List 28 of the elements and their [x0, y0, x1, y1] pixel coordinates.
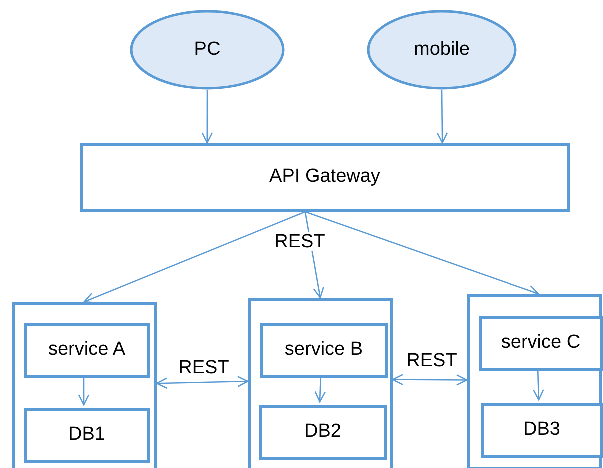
arrow: [202, 90, 214, 144]
process-box: [260, 323, 388, 378]
arrow: [78, 375, 90, 406]
process-box: [24, 323, 150, 378]
node-label: mobile: [414, 38, 470, 62]
node-label: service C: [501, 331, 581, 356]
process-box: [24, 408, 150, 463]
service-container: [12, 302, 157, 468]
arrow: [84, 211, 306, 304]
process-box: [479, 316, 603, 371]
client-ellipse: [130, 10, 285, 90]
node-label: service B: [284, 338, 364, 362]
process-box: [481, 403, 603, 458]
process-box: [259, 405, 387, 460]
node-label: API Gateway: [270, 165, 380, 190]
client-ellipse: [367, 10, 517, 90]
node-label: service A: [48, 338, 126, 362]
arrow: [305, 211, 540, 296]
node-label: DB1: [68, 423, 106, 448]
process-box: [80, 143, 570, 212]
service-container: [248, 298, 393, 468]
arrow: [156, 376, 249, 390]
arrow: [392, 374, 468, 386]
service-container: [467, 294, 602, 468]
node-label: DB3: [524, 418, 560, 442]
arrow: [436, 90, 448, 144]
node-label: PC: [194, 38, 221, 62]
node-label: DB2: [304, 420, 342, 444]
